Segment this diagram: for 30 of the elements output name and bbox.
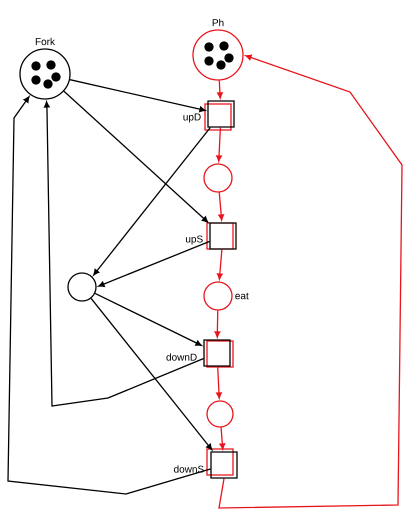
node-label: upD — [183, 114, 201, 122]
node-label: downS — [174, 465, 204, 473]
arc-arrow — [216, 128, 222, 162]
place-circle — [203, 163, 233, 193]
arc-arrow — [98, 240, 210, 287]
arc-arrow — [93, 127, 211, 276]
arc-arrow — [216, 366, 222, 399]
transition-box: upS — [184, 222, 237, 250]
transition-box: downS — [172, 448, 238, 479]
transition-box: downD — [165, 339, 234, 368]
arc-arrow — [218, 54, 403, 509]
arc-arrow — [216, 250, 223, 280]
arc-arrow — [90, 298, 212, 450]
arc-arrow — [64, 90, 208, 223]
arc-arrow — [70, 79, 206, 112]
node-label: Fork — [36, 38, 56, 46]
arc-arrow — [219, 428, 226, 450]
node-label: eat — [235, 292, 249, 300]
place-circle — [67, 272, 97, 302]
arc-arrow — [214, 310, 220, 338]
node-label: upS — [186, 235, 203, 245]
node-label: downD — [166, 353, 197, 361]
arc-arrow — [217, 80, 223, 99]
arc-arrow — [44, 101, 204, 407]
arc-arrow — [94, 292, 202, 346]
node-label: Ph — [212, 18, 224, 26]
transition-box: upD — [182, 100, 235, 131]
arc-arrow — [218, 192, 224, 221]
place-circle — [206, 400, 234, 428]
arc-arrow — [7, 96, 211, 495]
